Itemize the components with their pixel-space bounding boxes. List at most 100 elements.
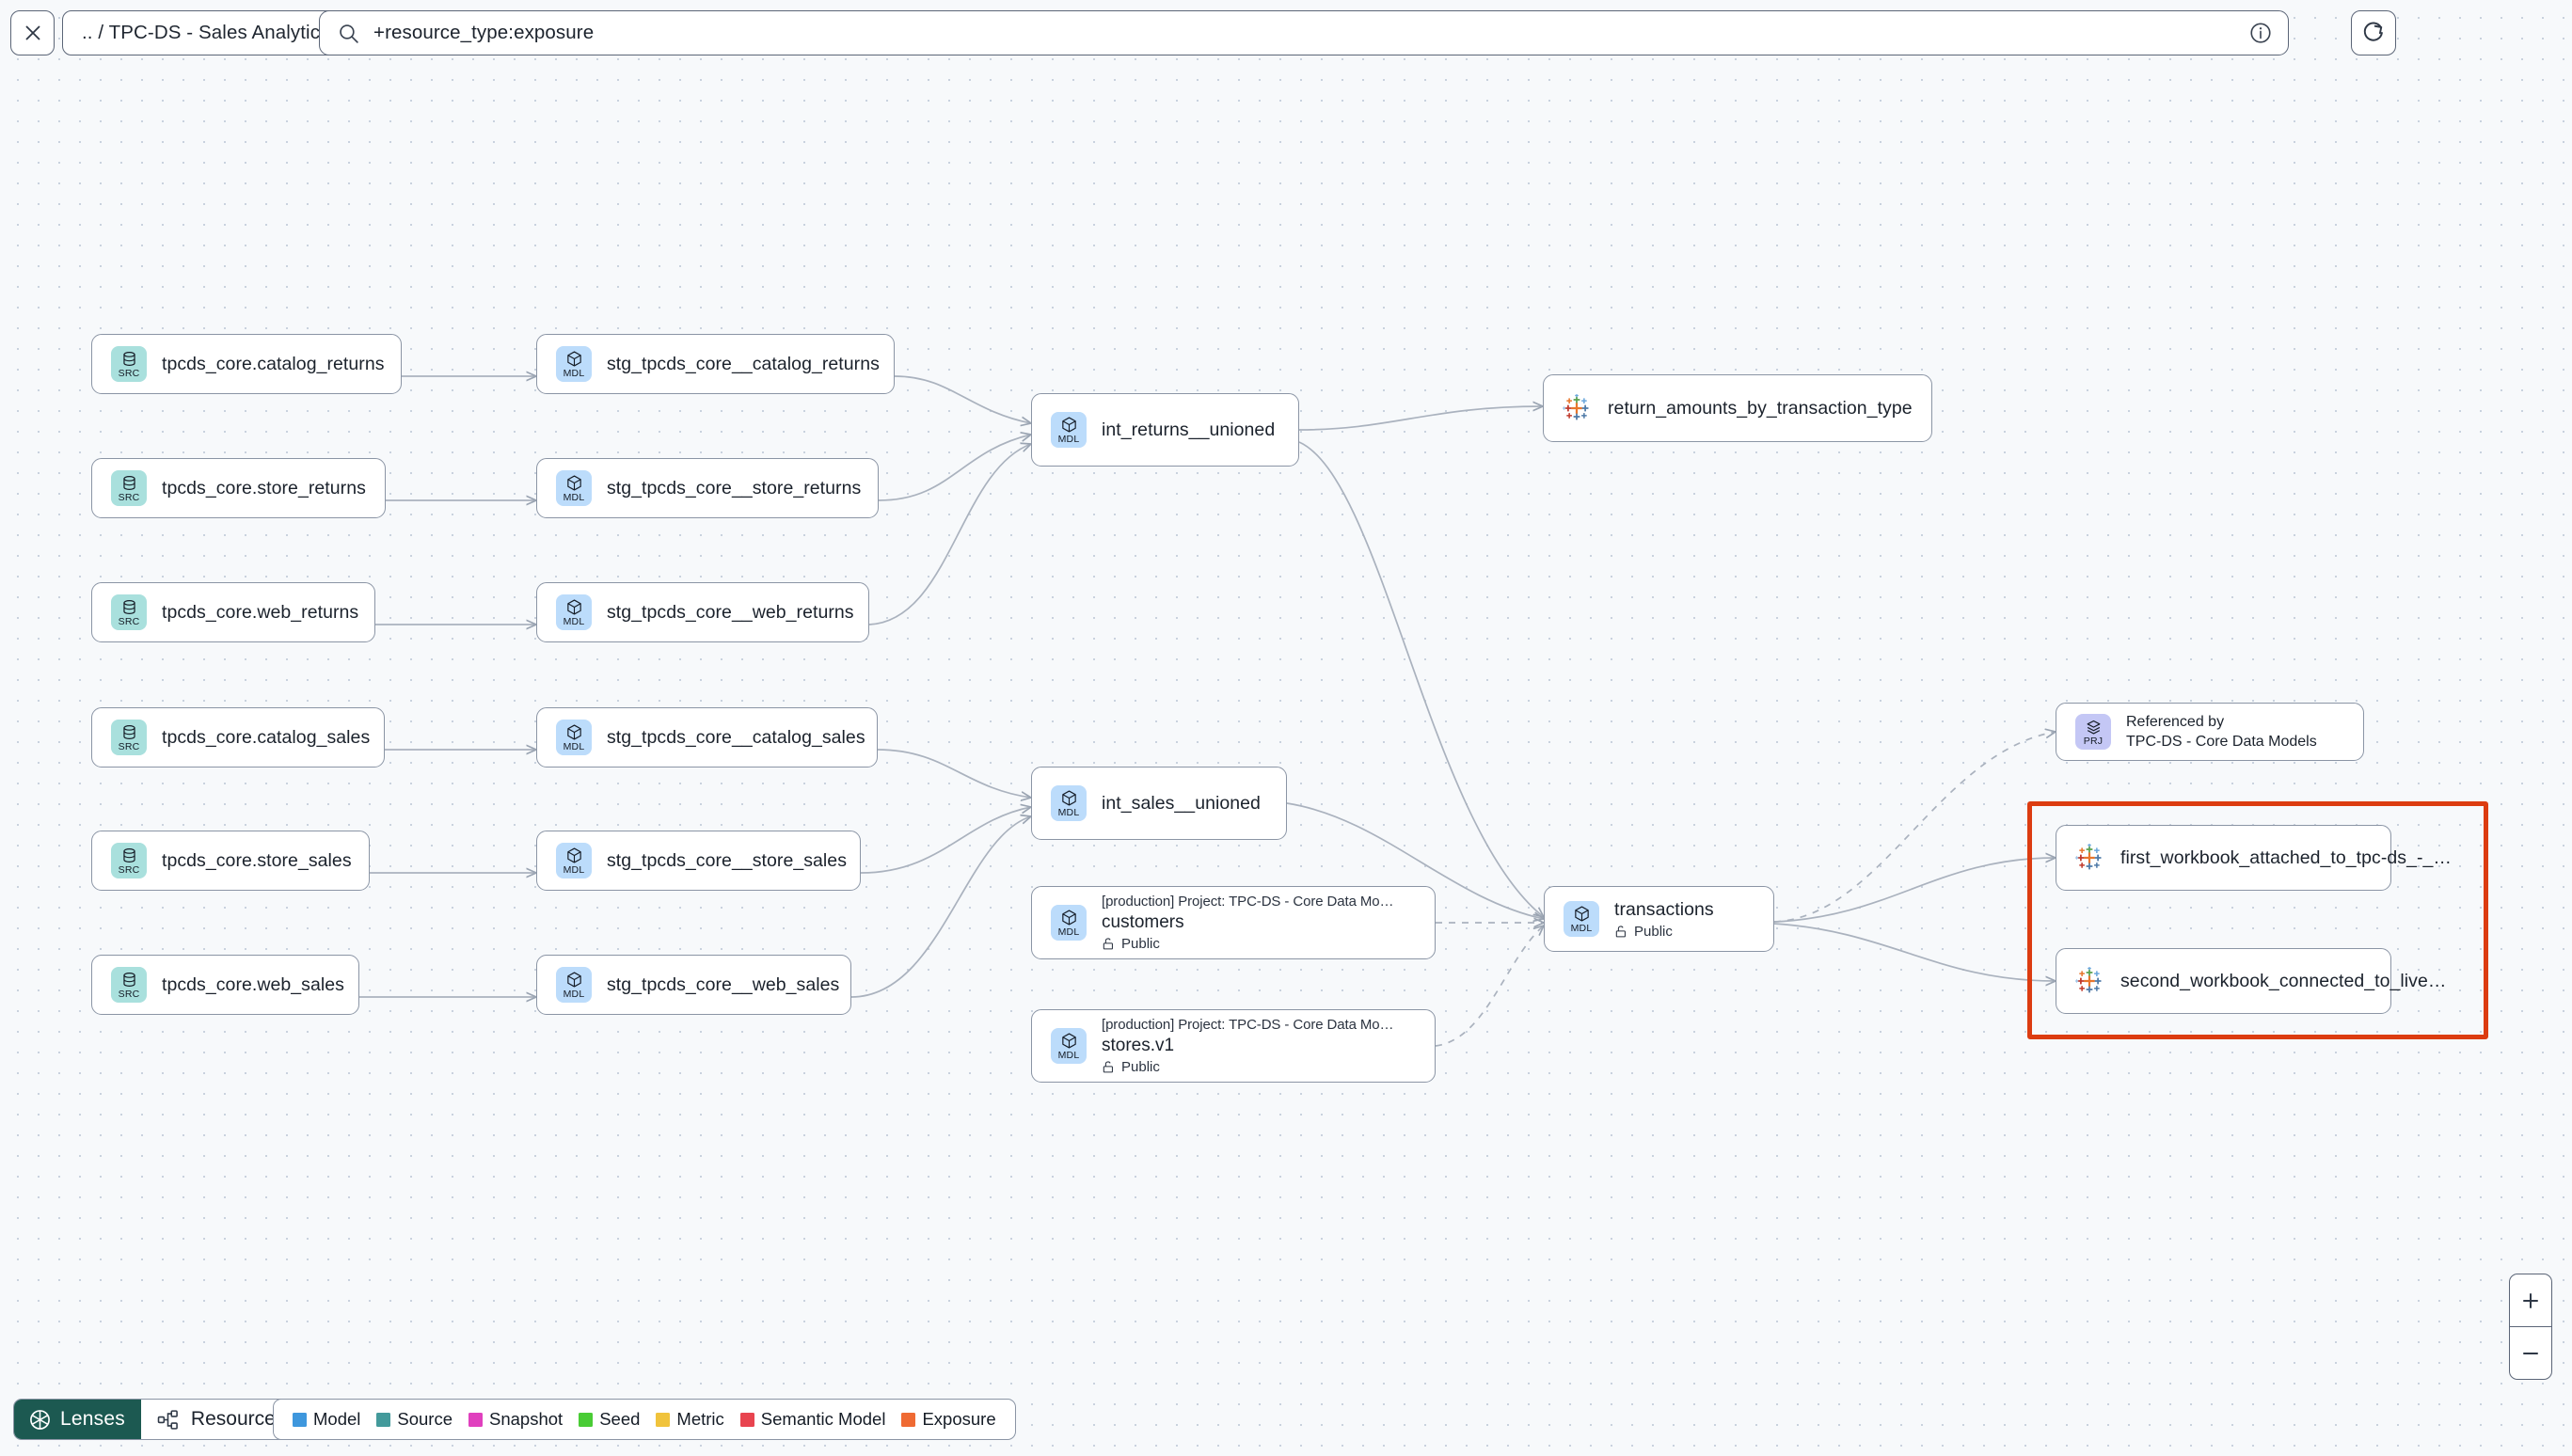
node-label: stg_tpcds_core__catalog_sales: [607, 726, 865, 748]
refresh-icon: [2363, 22, 2383, 41]
legend-item-seed[interactable]: Seed: [579, 1409, 640, 1430]
cube-icon: [1061, 909, 1076, 926]
legend-label: Source: [397, 1409, 453, 1429]
search-input-value: +resource_type:exposure: [373, 22, 595, 43]
lineage-node-ctx-customers[interactable]: MDL [production] Project: TPC-DS - Core D…: [1031, 886, 1436, 959]
badge-label: MDL: [563, 368, 585, 379]
close-button[interactable]: [10, 10, 55, 55]
lineage-node-int-returns-unioned[interactable]: MDL int_returns__unioned: [1031, 393, 1299, 467]
lineage-node-metric-return-amounts[interactable]: return_amounts_by_transaction_type: [1543, 374, 1932, 442]
zoom-out-button[interactable]: [2510, 1327, 2551, 1379]
legend-item-semantic-model[interactable]: Semantic Model: [739, 1409, 885, 1430]
node-visibility: Public: [1102, 936, 1393, 952]
legend-swatch: [656, 1412, 671, 1427]
lineage-node-exposure-first-workbook[interactable]: first_workbook_attached_to_tpc-ds_-_…: [2056, 825, 2452, 891]
legend-item-model[interactable]: Model: [293, 1409, 360, 1430]
node-type-badge-mdl: MDL: [1564, 901, 1599, 937]
node-label: stg_tpcds_core__catalog_returns: [607, 353, 880, 374]
node-label: int_returns__unioned: [1102, 419, 1276, 440]
node-type-badge-src: SRC: [111, 470, 147, 506]
legend-item-exposure[interactable]: Exposure: [901, 1409, 996, 1430]
info-button[interactable]: [2248, 21, 2273, 45]
node-visibility: Public: [1102, 1059, 1393, 1075]
project-icon: [2087, 720, 2100, 735]
node-type-badge-mdl: MDL: [556, 470, 592, 506]
node-type-badge-mdl: MDL: [1051, 785, 1087, 821]
node-context-label: [production] Project: TPC-DS - Core Data…: [1102, 894, 1394, 910]
tableau-icon: [2075, 967, 2102, 993]
breadcrumb-label: .. / TPC-DS - Sales Analytics: [82, 22, 330, 43]
badge-label: SRC: [118, 989, 140, 1000]
refresh-button[interactable]: [2351, 10, 2396, 55]
node-type-badge-mdl: MDL: [1051, 412, 1087, 448]
legend-swatch: [376, 1412, 391, 1427]
legend-swatch: [293, 1412, 307, 1427]
node-label: return_amounts_by_transaction_type: [1608, 397, 1913, 419]
visibility-label: Public: [1121, 1059, 1160, 1075]
unlock-icon: [1615, 925, 1626, 937]
legend-swatch: [901, 1412, 916, 1427]
lineage-node-stg-catalog-returns[interactable]: MDL stg_tpcds_core__catalog_returns: [536, 334, 895, 394]
node-label: stores.v1: [1102, 1036, 1175, 1055]
cube-icon: [1061, 789, 1076, 806]
lenses-label: Lenses: [60, 1408, 125, 1430]
search-input[interactable]: +resource_type:exposure: [319, 10, 2289, 55]
zoom-in-button[interactable]: [2510, 1274, 2551, 1327]
node-context-label: [production] Project: TPC-DS - Core Data…: [1102, 1017, 1394, 1033]
database-icon: [122, 724, 135, 739]
tableau-icon: [1563, 394, 1589, 420]
badge-label: MDL: [1057, 1050, 1080, 1061]
database-icon: [122, 351, 135, 366]
lineage-node-ctx-stores-v1[interactable]: MDL [production] Project: TPC-DS - Core D…: [1031, 1009, 1436, 1083]
badge-label: MDL: [563, 864, 585, 876]
badge-label: SRC: [118, 741, 140, 752]
lineage-node-exposure-second-workbook[interactable]: second_workbook_connected_to_live…: [2056, 948, 2446, 1014]
close-icon: [24, 25, 40, 40]
badge-label: PRJ: [2083, 736, 2104, 747]
node-label: tpcds_core.catalog_sales: [162, 726, 371, 748]
lineage-node-stg-store-returns[interactable]: MDL stg_tpcds_core__store_returns: [536, 458, 879, 518]
breadcrumb[interactable]: .. / TPC-DS - Sales Analytics: [62, 10, 350, 55]
lineage-node-project-referenced-by[interactable]: PRJ Referenced by TPC-DS - Core Data Model…: [2056, 703, 2364, 761]
lineage-node-src-catalog-sales[interactable]: SRC tpcds_core.catalog_sales: [91, 707, 385, 768]
unlock-icon: [1103, 1061, 1113, 1073]
database-icon: [122, 599, 135, 614]
node-type-badge-mdl: MDL: [556, 843, 592, 878]
legend-item-metric[interactable]: Metric: [656, 1409, 724, 1430]
lenses-button[interactable]: Lenses: [14, 1400, 141, 1439]
zoom-controls: [2509, 1274, 2552, 1380]
legend-label: Model: [313, 1409, 361, 1429]
node-label: TPC-DS - Core Data Models: [2126, 733, 2317, 750]
database-icon: [122, 972, 135, 987]
node-context-label: Referenced by: [2126, 713, 2225, 730]
node-type-badge-src: SRC: [111, 720, 147, 755]
node-type-badge-mdl: MDL: [1051, 905, 1087, 941]
badge-label: SRC: [118, 368, 140, 379]
legend-label: Snapshot: [489, 1409, 564, 1429]
node-label: stg_tpcds_core__store_returns: [607, 477, 862, 499]
cube-icon: [566, 847, 581, 863]
badge-label: SRC: [118, 492, 140, 503]
node-type-badge-mdl: MDL: [1051, 1028, 1087, 1064]
legend-item-snapshot[interactable]: Snapshot: [468, 1409, 563, 1430]
legend-item-source[interactable]: Source: [376, 1409, 452, 1430]
node-type-badge-src: SRC: [111, 594, 147, 630]
node-type-badge-src: SRC: [111, 967, 147, 1003]
node-visibility: Public: [1614, 924, 1714, 940]
visibility-label: Public: [1121, 936, 1160, 952]
cube-icon: [566, 350, 581, 367]
cube-icon: [1061, 1032, 1076, 1049]
resource-type-legend: Model Source Snapshot Seed Metric Semantic Mo…: [273, 1399, 1016, 1440]
